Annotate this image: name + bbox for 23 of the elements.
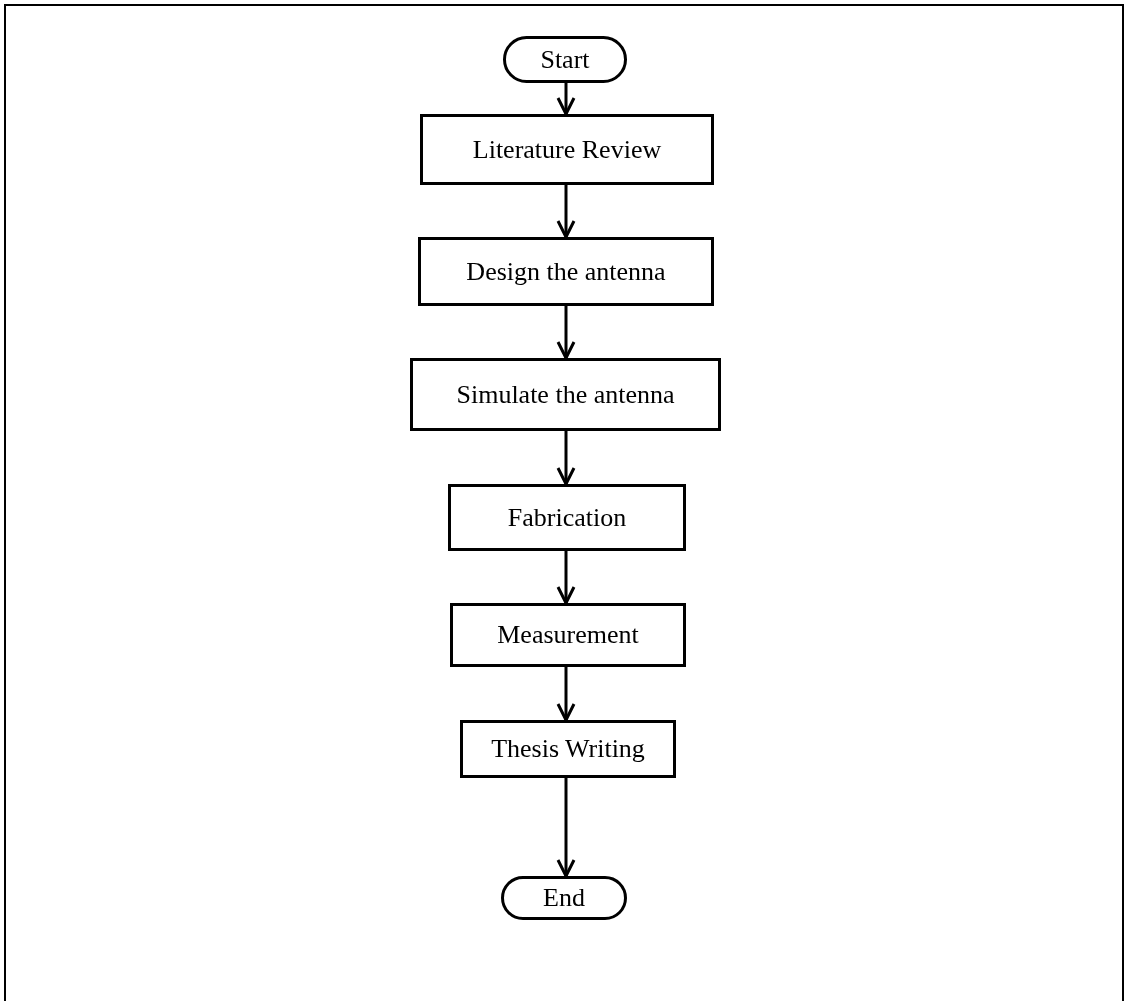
- process-box: [410, 358, 721, 431]
- node-label: Fabrication: [507, 502, 627, 533]
- node-label: Simulate the antenna: [456, 379, 675, 410]
- node-label: Design the antenna: [466, 256, 666, 287]
- process-box: [450, 603, 686, 667]
- node-label: Thesis Writing: [491, 734, 645, 764]
- arrow: [556, 667, 576, 722]
- arrow: [556, 431, 576, 486]
- process-box: [420, 114, 714, 185]
- node-label: Literature Review: [472, 134, 662, 165]
- process-box: [460, 720, 676, 778]
- node-label: End: [543, 883, 585, 913]
- arrow: [556, 83, 576, 116]
- arrow: [556, 185, 576, 239]
- arrow: [556, 778, 576, 878]
- node-label: Start: [540, 44, 590, 75]
- node-label: Measurement: [497, 620, 639, 650]
- arrow: [556, 306, 576, 360]
- terminal-pill: [503, 36, 627, 83]
- terminal-pill: [501, 876, 627, 920]
- process-box: [418, 237, 714, 306]
- arrow: [556, 551, 576, 605]
- process-box: [448, 484, 686, 551]
